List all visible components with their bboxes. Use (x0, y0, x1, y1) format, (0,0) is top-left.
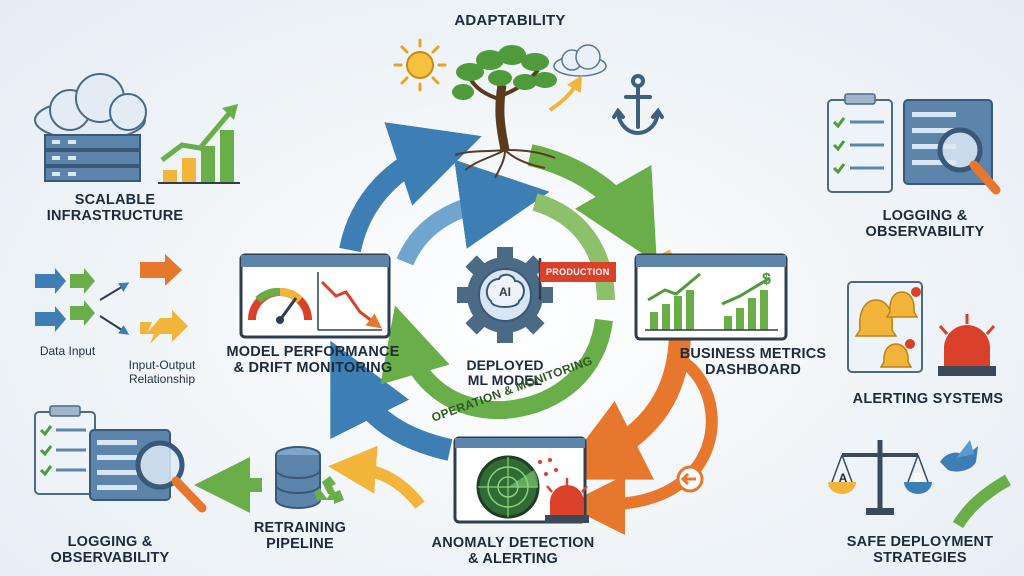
scale-label-a: A (838, 471, 848, 485)
label-logging-top-right: LOGGING & OBSERVABILITY (865, 208, 985, 241)
database-recycle-icon (275, 446, 344, 509)
label-business-metrics: BUSINESS METRICS DASHBOARD (679, 346, 827, 379)
balance-scale-icon (828, 440, 932, 515)
siren-icon (938, 314, 996, 376)
label-safe-deployment: SAFE DEPLOYMENT STRATEGIES (846, 534, 994, 567)
label-deployed-model: DEPLOYED ML MODEL (466, 357, 544, 389)
label-adaptability: ADAPTABILITY (454, 12, 566, 29)
arrow-anomaly-to-retraining (328, 445, 425, 509)
label-ai: AI (499, 285, 511, 299)
clipboard-server-icon-left (34, 405, 207, 513)
data-input-icon (35, 254, 188, 344)
inner-cycle-ring (380, 159, 615, 420)
label-alerting-systems: ALERTING SYSTEMS (852, 391, 1004, 407)
production-flag-icon (538, 258, 616, 300)
label-model-performance: MODEL PERFORMANCE & DRIFT MONITORING (226, 344, 400, 377)
model-performance-monitor-icon (239, 253, 391, 339)
cloud-icon-small (553, 44, 607, 77)
alarm-light-icon (545, 478, 589, 523)
scale-label-b: B (913, 471, 923, 485)
alert-bells-icon (847, 281, 923, 373)
label-production: PRODUCTION (546, 267, 610, 277)
label-input-output-relationship: Input-Output Relationship (128, 358, 196, 387)
arrow-green-top-right (527, 144, 657, 264)
arrow-orange-lower-right (555, 329, 691, 480)
label-scalable-infrastructure: SCALABLE INFRASTRUCTURE (46, 192, 184, 225)
tree-icon (452, 45, 583, 179)
bird-path-icon (940, 440, 1011, 529)
svg-text:$: $ (762, 271, 771, 288)
anchor-icon (612, 74, 664, 136)
label-retraining-pipeline: RETRAINING PIPELINE (253, 520, 347, 553)
sun-icon (393, 38, 447, 92)
orange-loop-arrow (565, 354, 718, 535)
growth-chart-icon (158, 104, 240, 184)
clipboard-server-icon-right (827, 93, 1001, 195)
label-data-input: Data Input (39, 344, 96, 358)
label-anomaly-detection: ANOMALY DETECTION & ALERTING (431, 535, 595, 568)
cloud-server-icon (34, 73, 147, 182)
business-dashboard-icon: $ (634, 253, 788, 341)
arrow-blue-upper-left (339, 122, 482, 253)
arrow-blue-lower-left (330, 340, 453, 461)
label-logging-bottom-left: LOGGING & OBSERVABILITY (50, 534, 170, 567)
